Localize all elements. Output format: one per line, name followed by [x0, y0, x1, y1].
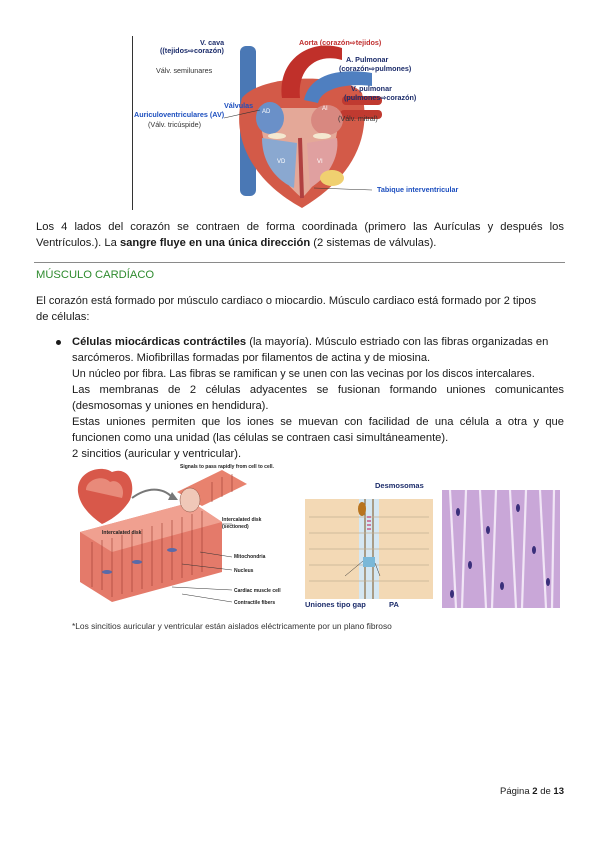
- bullet-dot: [56, 340, 61, 345]
- label-tabique: Tabique interventricular: [377, 185, 459, 194]
- cardiac-muscle-figure: Signals to pass rapidly from cell to cel…: [72, 462, 297, 614]
- muscle-label-sectioned: (sectioned): [222, 524, 249, 530]
- label-uniones-gap: Uniones tipo gap: [305, 600, 366, 609]
- bullet-line1: Células miocárdicas contráctiles (la may…: [72, 336, 549, 348]
- label-valv-semilunares: Válv. semilunares: [156, 66, 213, 75]
- label-vpulmonar: V. pulmonar: [351, 84, 392, 93]
- section-rule: [34, 262, 565, 263]
- muscle-label-intercalated-sectioned: Intercalated disk: [222, 517, 262, 523]
- label-vcava-sub: ((tejidos⇨corazón): [160, 46, 224, 55]
- muscle-label-mitochondria: Mitochondria: [234, 554, 266, 560]
- bullet-line5: (desmosomas y uniones en hendidura).: [72, 400, 269, 412]
- heart-figure: AD AI VD VI V. cava ((tejidos⇨corazón) V…: [132, 36, 472, 212]
- mark-ad: AD: [262, 109, 271, 115]
- muscle-illustration: [77, 468, 247, 603]
- paragraph-heart-line2: Ventrículos.). La sangre fluye en una ún…: [36, 237, 437, 249]
- footer-page-number: 2: [532, 786, 538, 797]
- label-valvulas-av: Auriculoventriculares (AV): [134, 110, 225, 119]
- footer-de: de: [540, 786, 551, 797]
- muscle-label-nucleus: Nucleus: [234, 568, 254, 574]
- label-pa: PA: [389, 600, 399, 609]
- muscle-label-intercalated: Intercalated disk: [102, 530, 142, 536]
- junction-illustration: [305, 499, 433, 599]
- bullet-line4: Las membranas de 2 células adyacentes se…: [72, 384, 564, 396]
- bullet-line2: sarcómeros. Miofibrillas formadas por fi…: [72, 352, 431, 364]
- paragraph-muscle-line2: de células:: [36, 311, 90, 323]
- muscle-label-fibers: Contractile fibers: [234, 600, 276, 606]
- label-vpulmonar-sub: (pulmones⇨corazón): [344, 93, 417, 102]
- label-vcava: V. cava: [200, 38, 225, 47]
- label-desmosomas: Desmosomas: [375, 481, 424, 490]
- bullet-line7: funcionen como una unidad (las células s…: [72, 432, 449, 444]
- figure-left-rule: [132, 36, 133, 210]
- paragraph-heart: Los 4 lados del corazón se contraen de f…: [36, 219, 564, 251]
- mark-ai: AI: [322, 106, 328, 112]
- bullet-line8: 2 sincitios (auricular y ventricular).: [72, 448, 242, 460]
- label-aorta: Aorta (corazón⇨tejidos): [299, 38, 382, 47]
- section-heading: MÚSCULO CARDÍACO: [36, 269, 155, 281]
- footer-pagina: Página: [500, 786, 530, 797]
- bullet-line3: Un núcleo por fibra. Las fibras se ramif…: [72, 368, 535, 380]
- bullet-contractile: Células miocárdicas contráctiles (la may…: [72, 334, 564, 462]
- junction-figure: Desmosomas Uniones tipo gap PA: [305, 476, 435, 614]
- label-valv-mitral: (Válv. mitral): [338, 114, 378, 123]
- mark-vi: VI: [317, 159, 323, 165]
- label-valv-tricuspide: (Válv. tricúspide): [148, 120, 201, 129]
- mark-vd: VD: [277, 159, 286, 165]
- label-apulmonar: A. Pulmonar: [346, 55, 389, 64]
- muscle-label-signals: Signals to pass rapidly from cell to cel…: [180, 464, 274, 470]
- paragraph-muscle-line1: El corazón está formado por músculo card…: [36, 295, 537, 307]
- cardiac-micrograph: [442, 490, 560, 608]
- paragraph-heart-line1: Los 4 lados del corazón se contraen de f…: [36, 221, 564, 233]
- bullet-line6: Estas uniones permiten que los iones se …: [72, 416, 564, 428]
- label-valvulas: Válvulas: [224, 101, 254, 110]
- muscle-label-cell: Cardiac muscle cell: [234, 588, 281, 594]
- paragraph-muscle: El corazón está formado por músculo card…: [36, 293, 564, 325]
- label-apulmonar-sub: (corazón⇨pulmones): [339, 64, 412, 73]
- heart-illustration: AD AI VD VI: [223, 45, 382, 208]
- footnote: *Los sincitios auricular y ventricular e…: [72, 621, 392, 631]
- footer-total: 13: [553, 786, 564, 797]
- page-footer: Página 2 de 13: [480, 786, 564, 797]
